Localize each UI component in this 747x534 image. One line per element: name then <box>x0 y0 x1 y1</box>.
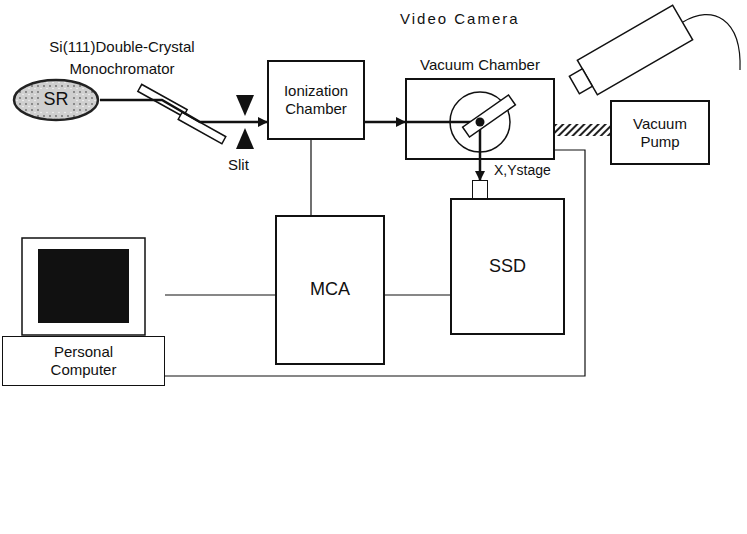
camera-lens <box>569 69 592 94</box>
device-label: Si(111)Double-Crystal Monochromator <box>22 36 222 80</box>
node-label: SSD <box>489 256 526 278</box>
beam-arrow <box>100 100 267 122</box>
ring-ellipse <box>14 80 98 120</box>
node-label: SR <box>40 89 71 111</box>
ionization-chamber-box: Ionization Chamber <box>267 60 365 140</box>
chamber-interior <box>405 78 555 160</box>
detector-box: SSD <box>450 180 565 335</box>
monitor-frame <box>22 238 145 335</box>
slit-blade <box>236 128 254 149</box>
device-label: Video Camera <box>400 10 570 28</box>
node-label: Ionization Chamber <box>269 82 363 118</box>
sample-dot <box>476 118 485 127</box>
vacuum-pump-box: Vacuum Pump <box>610 100 710 165</box>
storage-ring: SR <box>12 78 100 122</box>
video-camera <box>564 5 692 102</box>
camera-cable <box>683 15 740 70</box>
slit-blade <box>236 95 254 116</box>
sample-holder <box>463 95 516 137</box>
crystal-2 <box>178 112 226 143</box>
detector-window <box>472 180 488 199</box>
signal-wire <box>385 294 450 295</box>
signal-wire <box>165 150 585 376</box>
vacuum-chamber-box: Vacuum Chamber <box>405 78 555 160</box>
node-label: MCA <box>310 279 350 301</box>
analyzer-box: MCA <box>275 215 385 365</box>
part-label: X,Ystage <box>494 162 551 179</box>
signal-wire <box>310 140 311 215</box>
camera-body <box>577 5 692 95</box>
beam-arrow <box>365 121 405 124</box>
signal-wire <box>165 294 275 295</box>
node-label: Vacuum Pump <box>612 115 708 151</box>
part-label: Slit <box>228 156 249 174</box>
node-heading: Vacuum Chamber <box>397 56 563 74</box>
beam-arrow <box>479 160 482 180</box>
computer-box: Personal Computer <box>2 236 165 386</box>
node-label: Personal Computer <box>34 343 134 379</box>
monochromator-crystal <box>138 84 226 143</box>
computer-monitor <box>2 236 165 336</box>
monitor-screen <box>38 249 129 323</box>
pump-pipe <box>555 124 610 136</box>
